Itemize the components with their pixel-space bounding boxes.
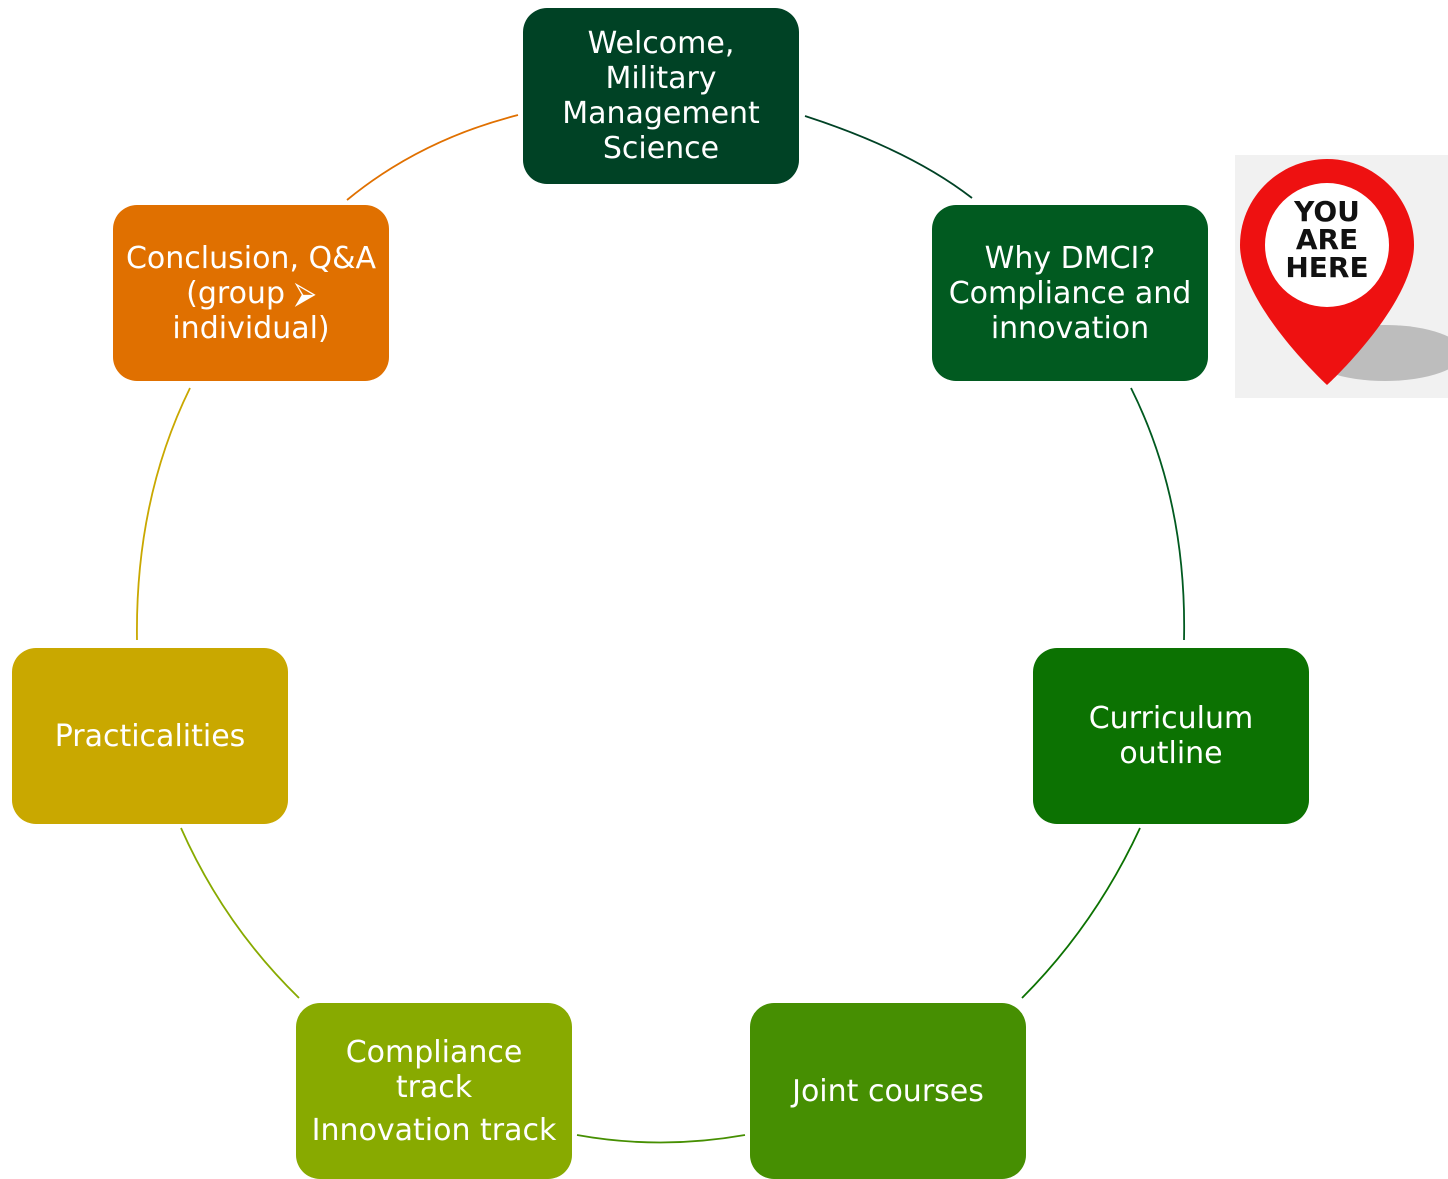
node-curriculum-label: Curriculum outline	[1088, 701, 1254, 771]
node-practicalities-label: Practicalities	[54, 718, 246, 754]
connector-why-to-curriculum	[1130, 387, 1186, 641]
node-compliance-track-label: Compliance track	[345, 1034, 523, 1105]
node-joint-courses-label: Joint courses	[792, 1073, 984, 1109]
node-why-dmci: Why DMCI? Compliance and innovation	[932, 205, 1208, 381]
node-welcome-label: Welcome, Military Management Science	[562, 26, 760, 166]
connector-joint-to-tracks	[576, 1134, 746, 1144]
node-curriculum: Curriculum outline	[1033, 648, 1309, 824]
node-tracks: Compliance track Innovation track	[296, 1003, 572, 1179]
connector-curriculum-to-joint	[1021, 827, 1141, 999]
marker-text-are: ARE	[1296, 223, 1358, 256]
node-innovation-track-label: Innovation track	[311, 1112, 557, 1148]
node-practicalities: Practicalities	[12, 648, 288, 824]
node-conclusion-label: Conclusion, Q&A (group ⮚ individual)	[125, 240, 377, 346]
node-welcome: Welcome, Military Management Science	[523, 8, 799, 184]
connector-welcome-to-why	[804, 115, 973, 199]
connector-conclusion-to-welcome	[346, 114, 519, 201]
node-joint-courses: Joint courses	[750, 1003, 1026, 1179]
node-conclusion: Conclusion, Q&A (group ⮚ individual)	[113, 205, 389, 381]
marker-text-here: HERE	[1285, 251, 1368, 284]
marker-text-you: YOU	[1293, 195, 1360, 228]
connector-tracks-to-practicalities	[180, 827, 300, 999]
connector-practicalities-to-conclusion	[136, 387, 191, 641]
node-why-dmci-label: Why DMCI? Compliance and innovation	[948, 240, 1192, 346]
location-pin-icon: YOU ARE HERE	[1235, 155, 1448, 398]
